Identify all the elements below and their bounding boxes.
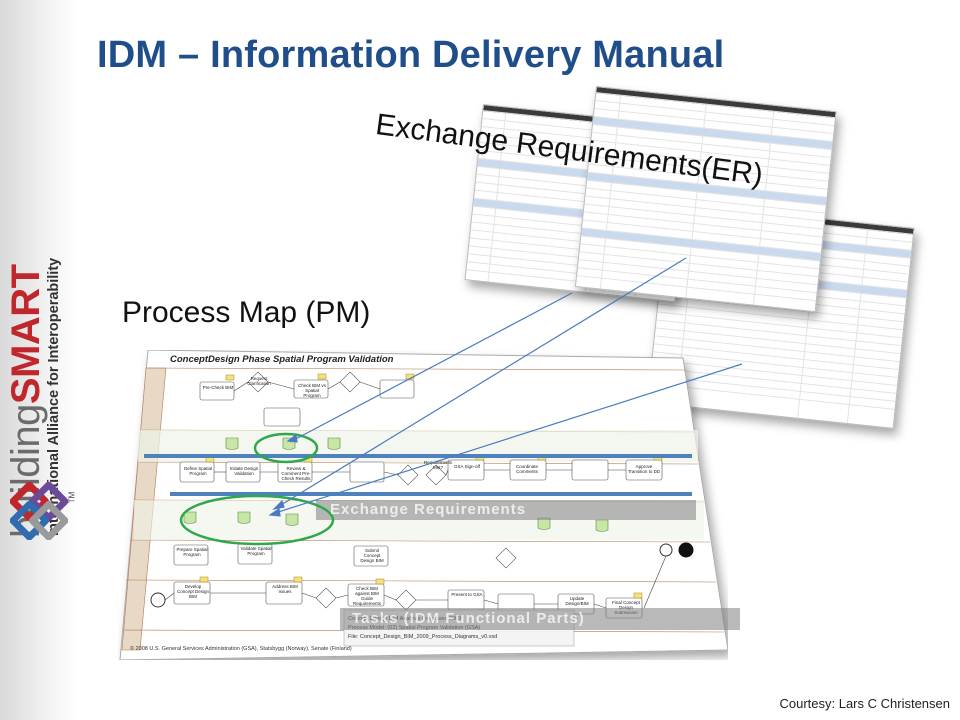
task-label: GSA Sign-off bbox=[454, 464, 480, 469]
task-label: Update Design/BIM bbox=[565, 596, 589, 606]
task-label: Check BIM vs Spatial Program bbox=[298, 383, 326, 398]
task-label: Approve Transition to DD bbox=[627, 464, 661, 474]
courtesy-credit: Courtesy: Lars C Christensen bbox=[779, 696, 950, 711]
task-label: Pre-Check BIM bbox=[202, 385, 234, 390]
task-label: Define Spatial Program bbox=[183, 466, 213, 476]
task-label: Initiate Design Validation bbox=[229, 466, 259, 476]
pm-label: Process Map (PM) bbox=[122, 296, 371, 329]
knot-logo-icon bbox=[10, 482, 68, 540]
task-label: Coordinate Comments bbox=[515, 464, 538, 474]
trademark-mark: TM bbox=[67, 491, 77, 504]
task-label: Review & Comment Pre-Check Results bbox=[281, 466, 311, 481]
task-label: Final Concept Design Submission bbox=[612, 600, 640, 615]
task-label: Present to GSA bbox=[451, 592, 483, 597]
task-label: Develop Concept Design BIM bbox=[176, 584, 210, 599]
task-label: Submit Concept Design BIM bbox=[360, 548, 384, 563]
task-label: Validate Spatial Program bbox=[240, 546, 272, 556]
map-info-line-3: File: Concept_Design_BIM_2009_Process_Di… bbox=[348, 634, 497, 640]
process-map-title: ConceptDesign Phase Spatial Program Vali… bbox=[170, 354, 394, 365]
task-label: Check BIM against BIM Guide Requirements bbox=[352, 586, 381, 606]
slide-title: IDM – Information Delivery Manual bbox=[97, 34, 725, 76]
task-label: Prepare Spatial Program bbox=[176, 547, 208, 557]
logo-brand-smart: SMART bbox=[4, 264, 48, 405]
sidebar-gradient bbox=[0, 0, 78, 720]
map-footer: © 2008 U.S. General Services Administrat… bbox=[130, 645, 352, 652]
er-sheet-front bbox=[574, 86, 837, 313]
overlay-text-tasks: Tasks (IDM Functional Parts) bbox=[352, 610, 585, 627]
task-label: Address BIM Issues bbox=[272, 584, 298, 594]
overlay-text-exchange-requirements: Exchange Requirements bbox=[330, 501, 527, 518]
task-label: Request Clarification bbox=[247, 376, 271, 386]
